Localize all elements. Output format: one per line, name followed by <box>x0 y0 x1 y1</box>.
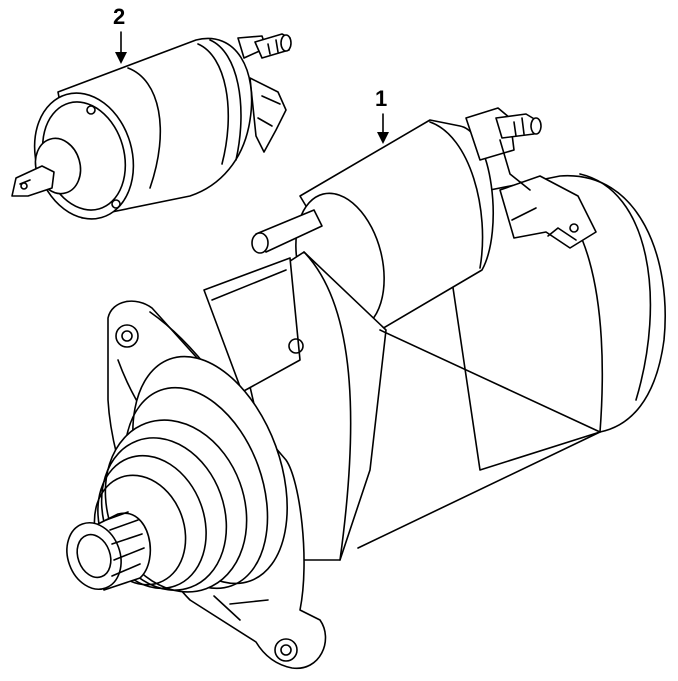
callout-leader-1 <box>377 113 389 144</box>
callout-leader-2 <box>115 31 127 64</box>
callout-number-starter-motor: 1 <box>375 86 388 111</box>
starter-motor-part <box>66 107 666 669</box>
callout-number-solenoid: 2 <box>113 4 126 29</box>
solenoid-part <box>11 33 292 220</box>
